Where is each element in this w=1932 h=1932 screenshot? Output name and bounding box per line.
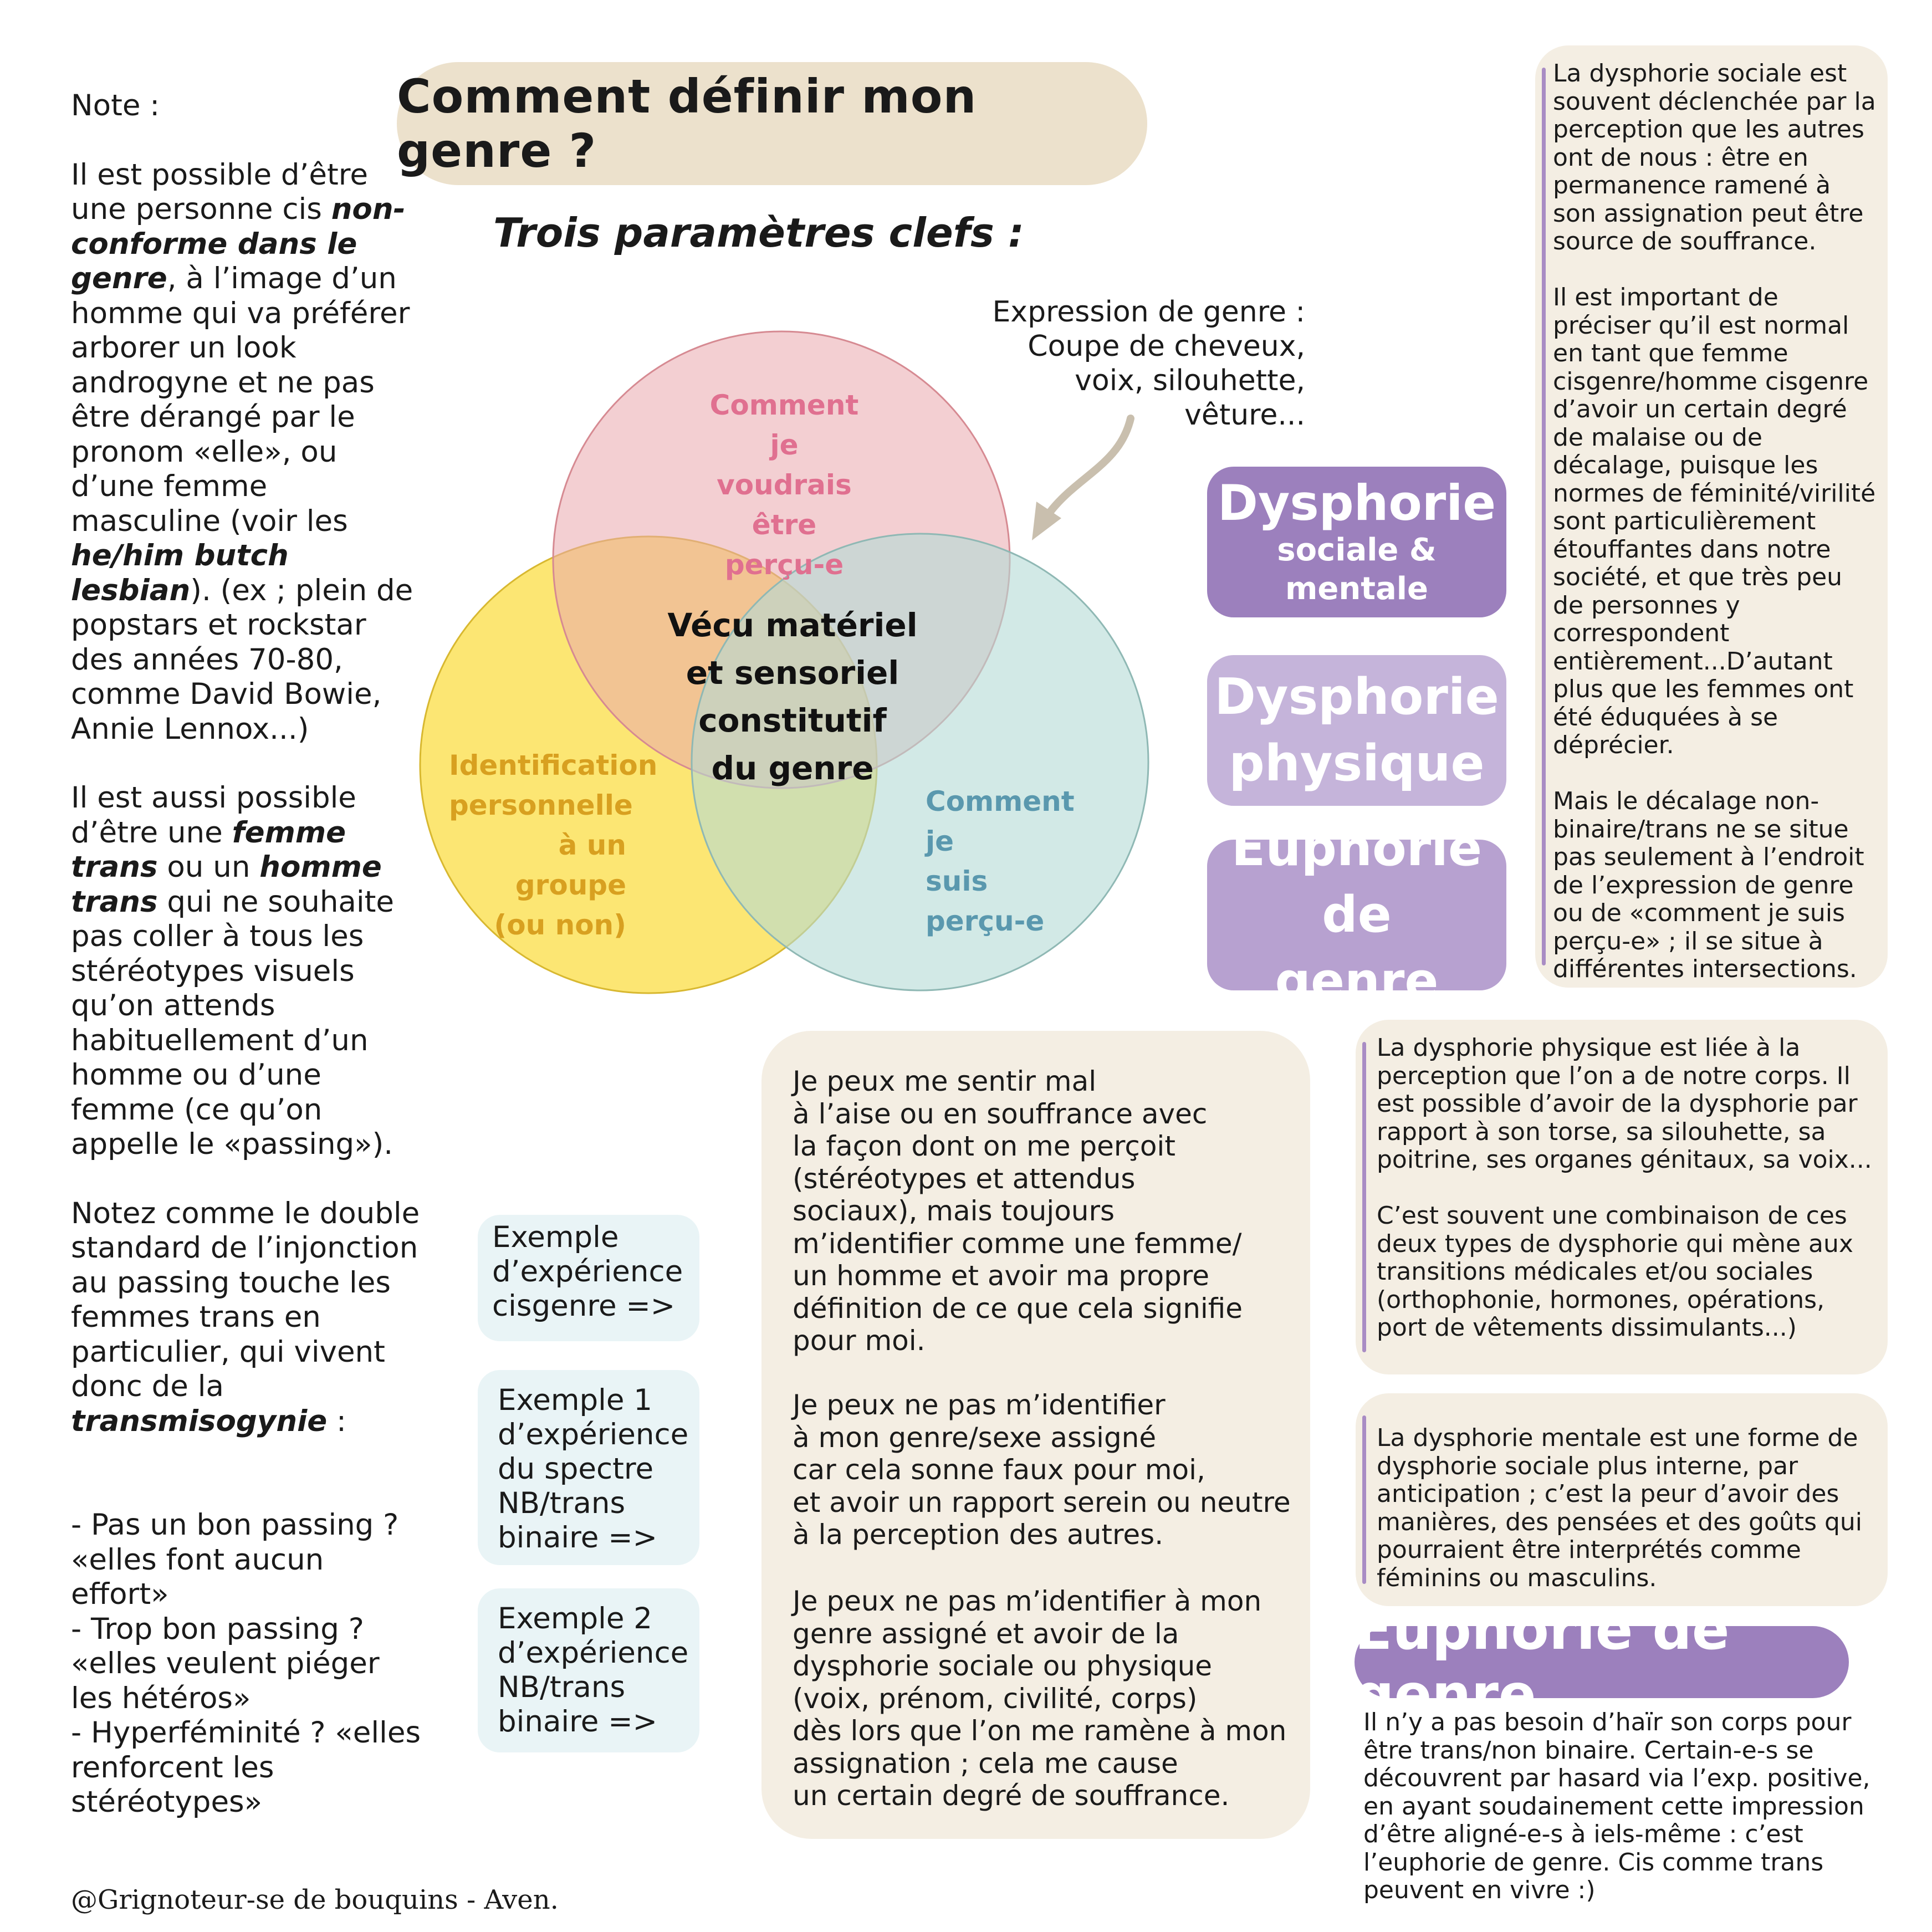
note-text-dysphorie-mentale: La dysphorie mentale est une forme de dy…: [1377, 1424, 1863, 1592]
note-heading: Note :: [71, 89, 160, 122]
euphorie-title: Euphorie de genre: [1355, 1597, 1730, 1727]
note-paragraph-2: Il est aussi possible d’être une femme t…: [71, 781, 395, 1161]
expression-annotation: Expression de genre : Coupe de cheveux, …: [992, 295, 1305, 432]
example-cisgenre: Exemple d’expérience cisgenre =>: [478, 1215, 699, 1341]
arrow-head-icon: [1032, 502, 1061, 540]
experience-cis-text: Je peux me sentir mal à l’aise ou en sou…: [793, 1065, 1243, 1357]
venn-label-center: Vécu matériel et sensoriel constitutif d…: [667, 606, 918, 787]
box-euphorie: Euphorie de genre: [1207, 819, 1506, 1010]
box-dysphorie-sociale: Dysphorie sociale & mentale: [1207, 467, 1506, 617]
emphasis-butch: he/him butch lesbian: [71, 539, 289, 607]
note-text-dysphorie-physique: La dysphorie physique est liée à la perc…: [1377, 1034, 1872, 1342]
example-nb-2: Exemple 2 d’expérience NB/trans binaire …: [478, 1588, 699, 1752]
subtitle: Trois paramètres clefs :: [493, 209, 1024, 256]
note-paragraph-3: Notez comme le double standard de l’injo…: [71, 1196, 420, 1438]
accent-bar: [1362, 1415, 1366, 1584]
title-pill: Comment définir mon genre ?: [397, 62, 1147, 185]
page-title: Comment définir mon genre ?: [397, 69, 977, 178]
note-box-dysphorie-mentale: La dysphorie mentale est une forme de dy…: [1356, 1393, 1888, 1606]
venn-label-right: Comment je suis perçu-e: [926, 785, 1075, 937]
note-box-dysphorie-physique: La dysphorie physique est liée à la perc…: [1356, 1020, 1888, 1374]
euphorie-text: Il n’y a pas besoin d’haïr son corps pou…: [1363, 1708, 1870, 1904]
venn-label-left: Identification personnelle à un groupe (…: [449, 749, 658, 941]
note-column: Note : Il est possible d’être une person…: [71, 89, 426, 1820]
accent-bar: [1362, 1042, 1366, 1352]
note-paragraph-1: Il est possible d’être une personne cis …: [71, 157, 413, 746]
experience-nb2-text: Je peux ne pas m’identifier à mon genre …: [793, 1585, 1287, 1812]
venn-label-top: Comment je voudrais être perçu-e: [709, 389, 859, 581]
curved-arrow-icon: [1044, 415, 1134, 519]
box-dysphorie-sociale-title: Dysphorie: [1217, 474, 1496, 531]
accent-bar: [1542, 68, 1546, 965]
box-dysphorie-sociale-sub: sociale & mentale: [1277, 532, 1437, 607]
emphasis-femme-trans: femme trans: [71, 815, 346, 885]
venn-circle-right: [691, 533, 1149, 991]
experiences-box: Je peux me sentir mal à l’aise ou en sou…: [761, 1031, 1310, 1839]
note-list: - Pas un bon passing ? «elles font aucun…: [71, 1508, 421, 1819]
emphasis-homme-trans: homme trans: [71, 850, 382, 919]
note-box-dysphorie-sociale: La dysphorie sociale est souvent déclenc…: [1535, 45, 1888, 988]
example-nb-1: Exemple 1 d’expérience du spectre NB/tra…: [478, 1370, 699, 1565]
emphasis-transmisogynie: transmisogynie: [71, 1404, 328, 1438]
euphorie-title-pill: Euphorie de genre: [1355, 1597, 1849, 1727]
credit: @Grignoteur-se de bouquins - Aven.: [71, 1884, 559, 1915]
note-text-dysphorie-sociale: La dysphorie sociale est souvent déclenc…: [1553, 59, 1876, 983]
emphasis-non-conforme: non-conforme dans le genre: [71, 192, 406, 295]
box-dysphorie-physique: Dysphorie physique: [1207, 655, 1506, 806]
experience-nb1-text: Je peux ne pas m’identifier à mon genre/…: [793, 1389, 1291, 1551]
